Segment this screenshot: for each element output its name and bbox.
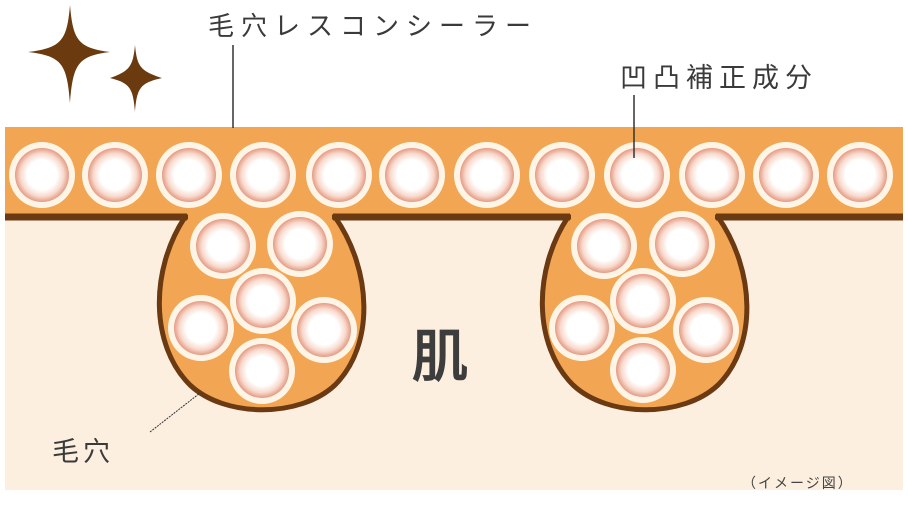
skin-label: 肌 [412,325,468,390]
product-label: 毛穴レスコンシーラー [208,12,539,42]
ingredient-label: 凹凸補正成分 [620,63,818,94]
image-note: （イメージ図） [742,476,854,492]
pore-label: 毛穴 [52,437,114,468]
pore-leader-line [149,392,201,433]
skin-area [5,217,903,490]
sparkle-large-icon [28,5,110,103]
sparkle-small-icon [110,45,162,112]
